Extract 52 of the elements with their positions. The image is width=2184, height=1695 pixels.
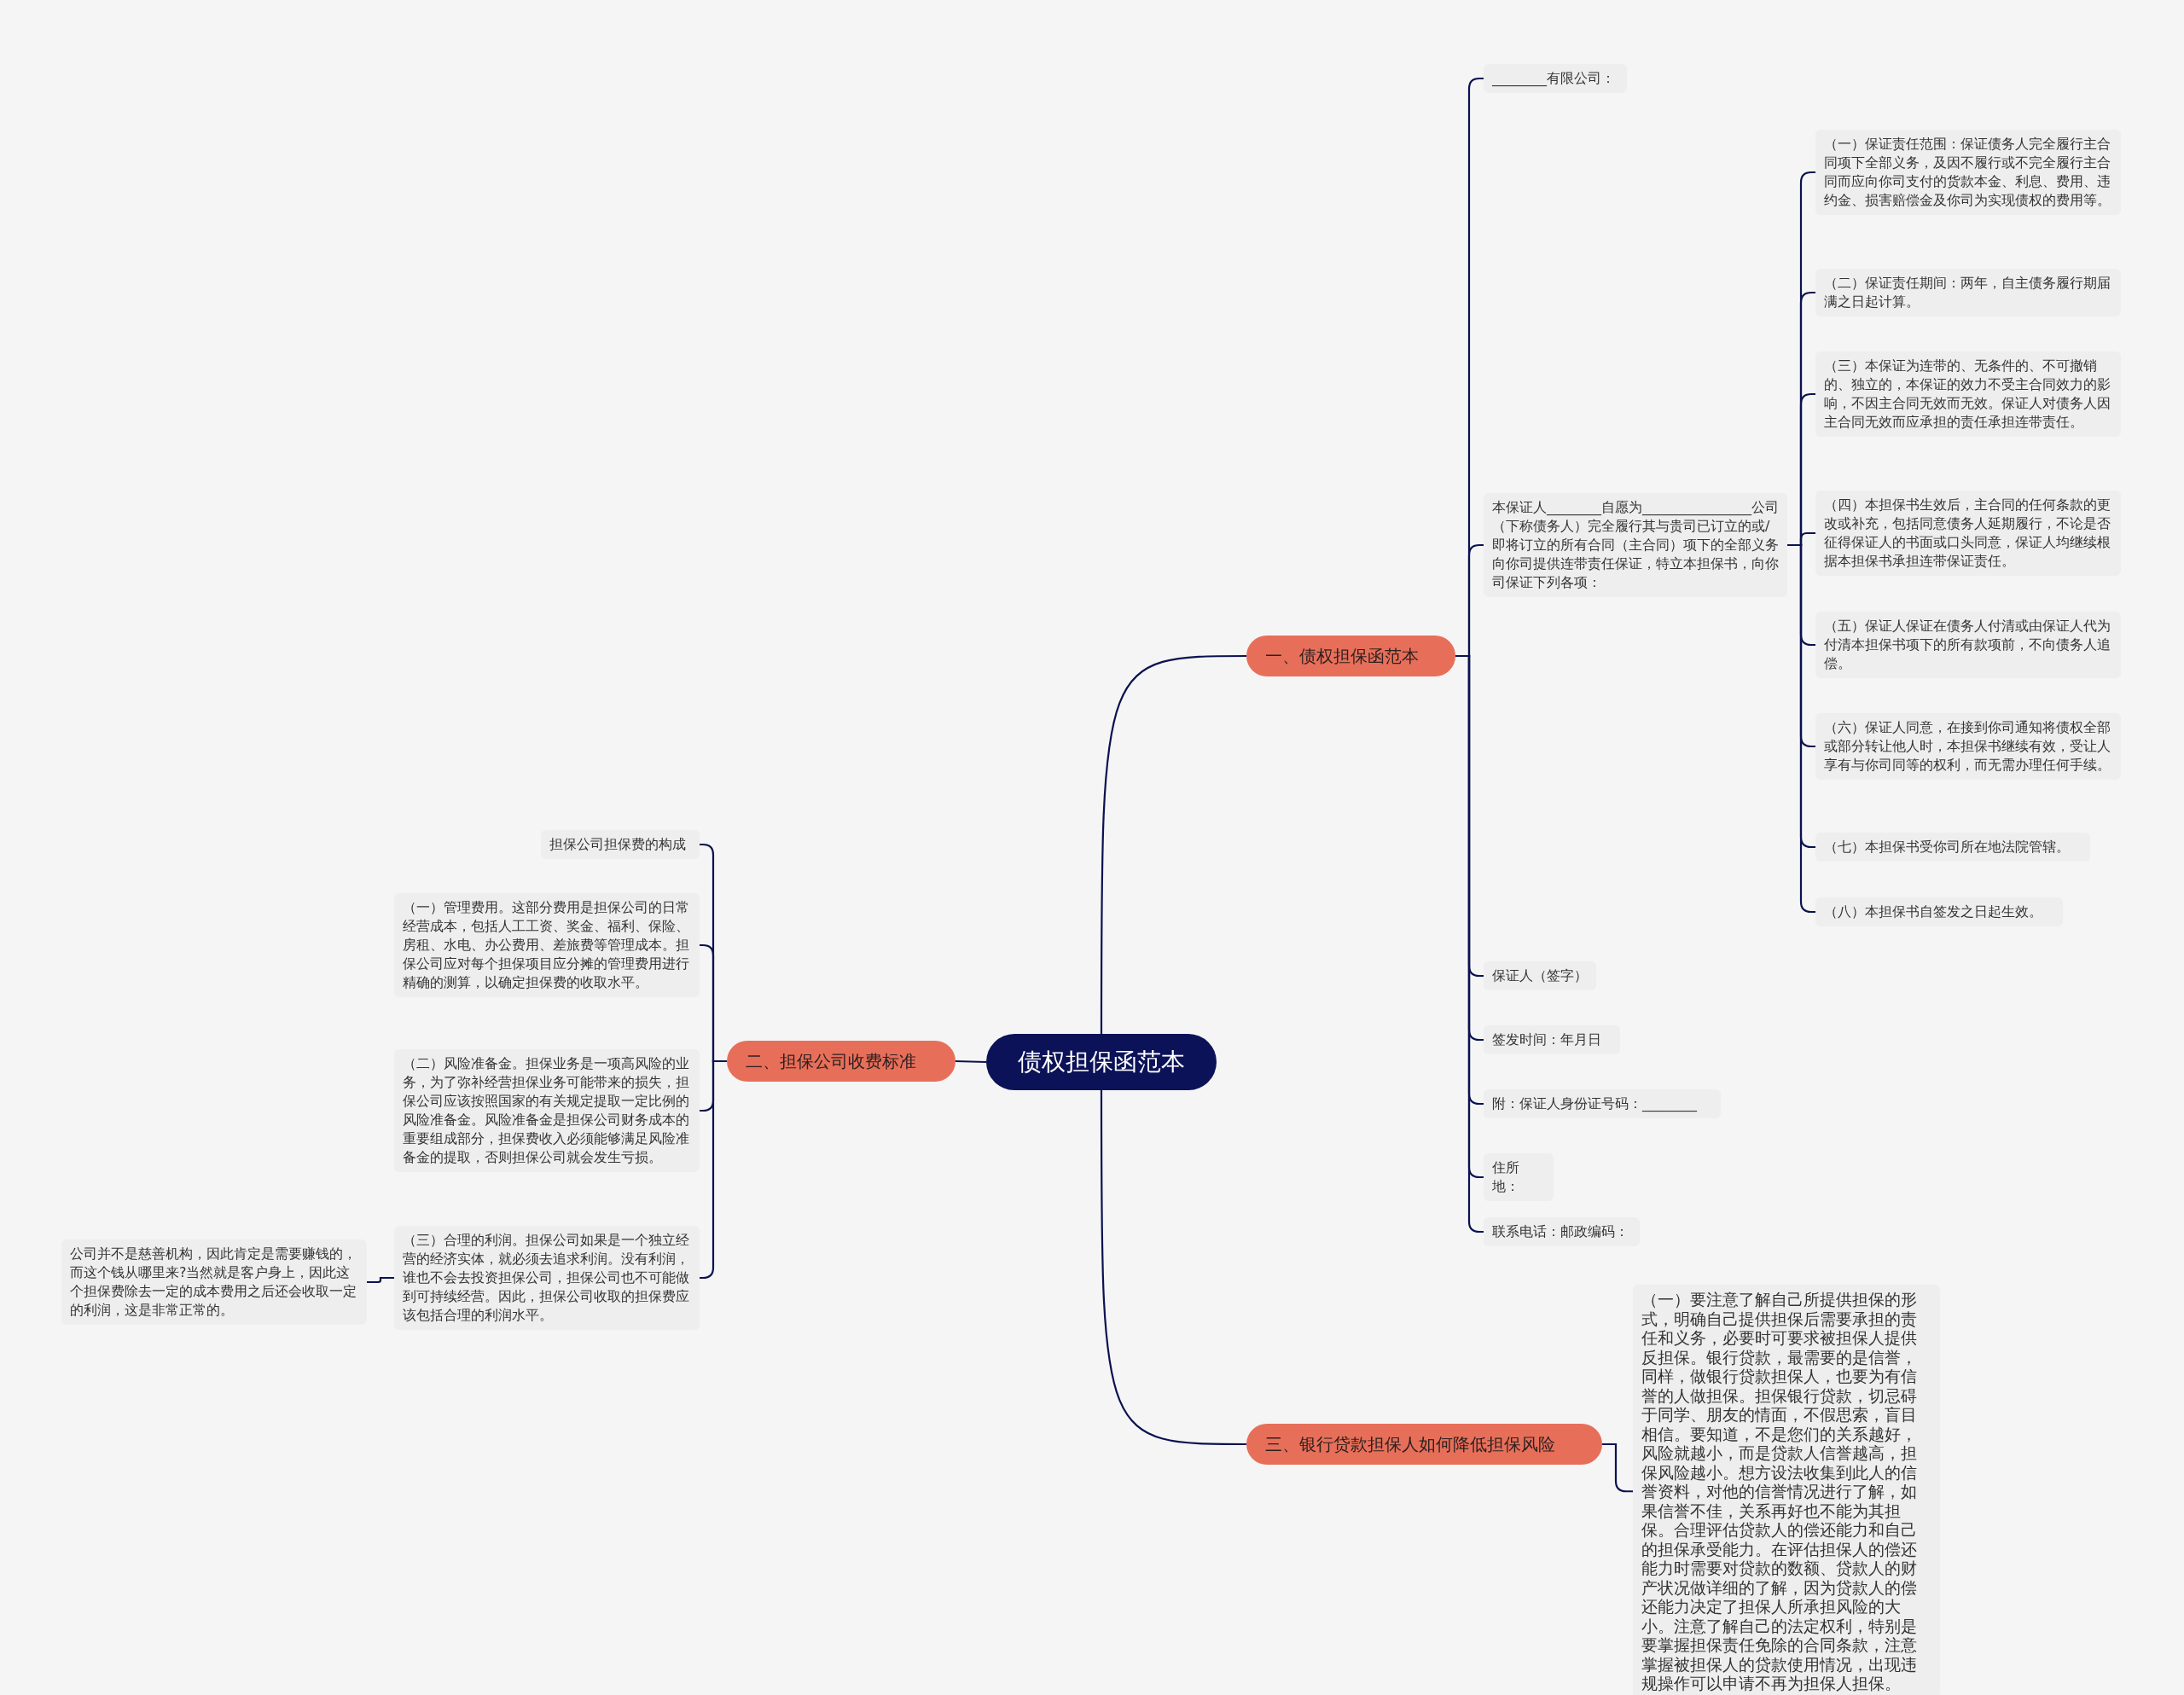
topic-text: 担保公司担保费的构成 [549,835,687,854]
topic-text: （一）保证责任范围：保证债务人完全履行主合同项下全部义务，及因不履行或不完全履行主合同而应向你司支付的货款本金、利息、费用、违约金、损害赔偿金及你司为实现债权的费用等。 [1824,135,2111,210]
topic-text: 债权担保函范本 [1017,1047,1186,1077]
topic-card [1484,1025,1620,1054]
topic-card [1815,130,2121,215]
topic-card [1815,491,2121,576]
topic-text: （二）保证责任期间：两年，自主债务履行期届满之日起计算。 [1824,274,2111,311]
topic-text: 二、担保公司收费标准 [746,1050,917,1072]
topic-text: 联系电话：邮政编码： [1492,1222,1629,1241]
topic-text: （三）合理的利润。担保公司如果是一个独立经营的经济实体，就必须去追求利润。没有利润，谁也不会去投资担保公司，担保公司也不可能做到可持续经营。因此，担保公司收取的担保费应该包括合理的利润水平。 [403,1231,690,1325]
topic-text: 签发时间：年月日 [1492,1030,1602,1049]
topic-card [394,1226,700,1330]
topic-text: 本保证人________自愿为________________公司（下称债务人）完全履行其与贵司已订立的或/即将订立的所有合同（主合同）项下的全部义务向你司提供连带责任保证，特立本担保书，向你司保证下列各项： [1492,498,1779,592]
topic-text: ________有限公司： [1492,69,1616,88]
topic-text: （四）本担保书生效后，主合同的任何条款的更改或补充，包括同意债务人延期履行，不论是否征得保证人的书面或口头同意，保证人均继续根据本担保书承担连带保证责任。 [1824,496,2111,571]
topic-text: （五）保证人保证在债务人付清或由保证人代为付清本担保书项下的所有款项前，不向债务人追偿。 [1824,617,2111,673]
topic-card [1484,1217,1640,1246]
topic-text: （三）本保证为连带的、无条件的、不可撤销的、独立的，本保证的效力不受主合同效力的影响，不因主合同无效而无效。保证人对债务人因主合同无效而应承担的责任承担连带责任。 [1824,357,2111,432]
topic-card [1484,961,1596,990]
branch-topic [1246,1424,1602,1465]
topic-card [394,893,700,997]
topic-text: 三、银行贷款担保人如何降低担保风险 [1265,1433,1556,1455]
topic-text: （一）管理费用。这部分费用是担保公司的日常经营成本，包括人工工资、奖金、福利、保险、房租、水电、办公费用、差旅费等管理成本。担保公司应对每个担保项目应分摊的管理费用进行精确的测算，以确定担保费的收取水平。 [403,898,690,992]
connector-line [1787,543,1815,914]
connector-line [1602,1442,1633,1493]
topic-text: （一）要注意了解自己所提供担保的形式，明确自己提供担保后需要承担的责任和义务，必要时可要求被担保人提供反担保。银行贷款，最需要的是信誉，同样，做银行贷款担保人，也要为有信誉的人做担保。担保银行贷款，切忌碍于同学、朋友的情面，不假思索，盲目相信。要知道，不是您们的关系越好，风险就越小，而是贷款人信誉越高，担保风险越小。想方设法收集到此人的信誉资料，对他的信誉情况进行了解，如果信誉不佳，关系再好也不能为其担保。合理评估贷款人的偿还能力和自己的担保承受能力。在评估担保人的偿还能力时需要对贷款的数额、贷款人的财产状况做详细的了解，因为贷款人的偿还能力决定了担保人所承担风险的大小。注意了解自己的法定权利，特别是要掌握担保责任免除的合同条款，注意掌握被担保人的贷款使用情况，出现违规操作可以申请不再为担保人担保。 [1641,1290,1918,1693]
topic-card [1484,1153,1554,1201]
topic-card [61,1239,367,1325]
topic-card [1815,351,2121,437]
topic-text: （二）风险准备金。担保业务是一项高风险的业务，为了弥补经营担保业务可能带来的损失，担保公司应该按照国家的有关规定提取一定比例的风险准备金。风险准备金是担保公司财务成本的重要组成部分，担保费收入必须能够满足风险准备金的提取，否则担保公司就会发生亏损。 [403,1054,690,1167]
topic-card [1815,269,2121,316]
topic-text: （八）本担保书自签发之日起生效。 [1824,903,2043,921]
topic-card [1815,833,2090,862]
topic-text: 一、债权担保函范本 [1265,645,1420,667]
topic-text: 住所地： [1492,1158,1520,1196]
topic-text: 附：保证人身份证号码：________ [1492,1094,1698,1113]
topic-card [1815,897,2063,926]
topic-text: 公司并不是慈善机构，因此肯定是需要赚钱的，而这个钱从哪里来?当然就是客户身上，因此这个担保费除去一定的成本费用之后还会收取一定的利润，这是非常正常的。 [70,1245,357,1320]
connector-line [367,1276,394,1284]
topic-text: （七）本担保书受你司所在地法院管辖。 [1824,838,2071,856]
topic-text: 保证人（签字） [1492,966,1588,985]
topic-card [541,830,700,859]
topic-card [1484,64,1627,93]
topic-card [1815,612,2121,678]
connector-line [1100,1090,1246,1446]
branch-topic [1246,636,1455,676]
topic-card [1484,1089,1721,1118]
topic-text: （六）保证人同意，在接到你司通知将债权全部或部分转让他人时，本担保书继续有效，受让人享有与你司同等的权利，而无需办理任何手续。 [1824,718,2111,775]
connector-line [1100,654,1246,1034]
connector-line [955,1059,987,1064]
branch-topic [727,1041,956,1082]
topic-card [1815,713,2121,780]
